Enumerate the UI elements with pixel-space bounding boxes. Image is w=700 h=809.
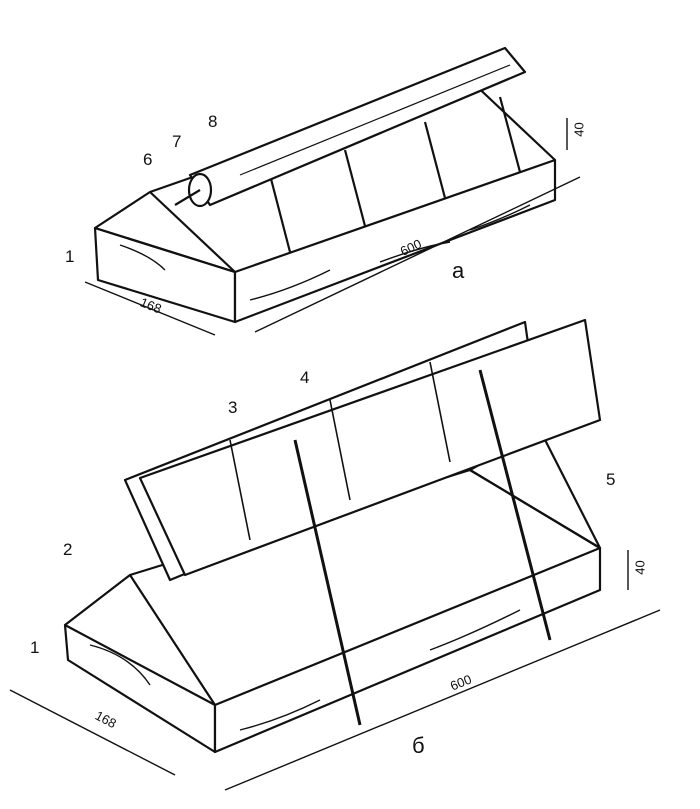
figure-b-drawing <box>9 318 661 791</box>
figure-a-drawing <box>84 46 581 336</box>
dim-height-b: 40 <box>632 560 648 575</box>
caption-a: а <box>452 258 465 283</box>
label-4: 4 <box>300 368 310 387</box>
caption-b: б <box>412 733 425 758</box>
label-8: 8 <box>208 112 218 131</box>
label-3: 3 <box>228 398 238 417</box>
label-5: 5 <box>606 470 616 489</box>
label-1-a: 1 <box>65 247 75 266</box>
label-1-b: 1 <box>30 638 40 657</box>
label-2: 2 <box>63 540 73 559</box>
label-7: 7 <box>172 132 182 151</box>
label-6: 6 <box>143 150 153 169</box>
dim-height-a: 40 <box>571 122 587 137</box>
